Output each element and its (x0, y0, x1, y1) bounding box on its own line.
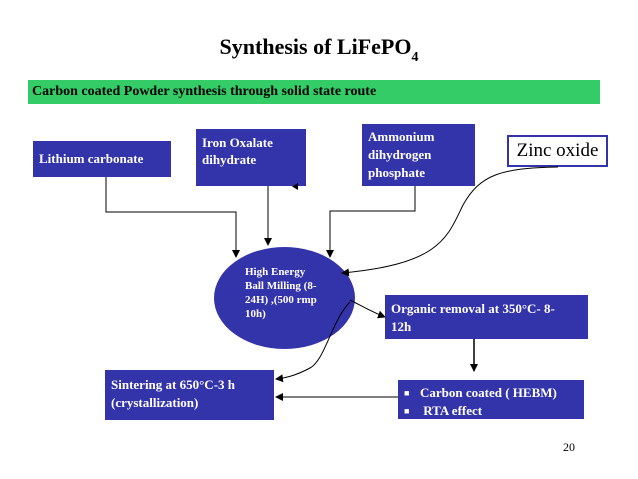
node-ammonium-line-1: Ammonium (368, 129, 435, 144)
node-iron-line-1: Iron Oxalate (202, 135, 273, 150)
node-sintering: Sintering at 650°C-3 h (crystallization) (105, 370, 274, 420)
node-zinc-oxide: Zinc oxide (507, 135, 608, 167)
node-milling-line-2: Ball Milling (8- (245, 280, 317, 292)
page-number: 20 (563, 440, 575, 454)
node-ammonium-phosphate: Ammonium dihydrogen phosphate (362, 124, 475, 186)
bullet-text-rta: RTA effect (420, 403, 483, 418)
node-organic-line-2: 12h (391, 319, 412, 334)
node-iron-oxalate: Iron Oxalate dihydrate (196, 129, 306, 186)
node-carbon-coated: ■ Carbon coated ( HEBM) ■ RTA effect (398, 380, 584, 419)
connector-milling-to-organic (349, 299, 386, 319)
banner: Carbon coated Powder synthesis through s… (28, 80, 600, 104)
title-text: Synthesis of LiFePO (219, 34, 412, 59)
node-ammonium-line-2: dihydrogen (368, 147, 432, 162)
bullet-text-carbon: Carbon coated ( HEBM) (420, 385, 557, 400)
bullet-icon: ■ (404, 406, 410, 416)
connector-lithium-to-milling (105, 177, 240, 258)
connector-zinc-to-milling (341, 166, 559, 277)
node-organic-line-1: Organic removal at 350°C- 8- (391, 301, 555, 316)
bullet-item-carbon: ■ Carbon coated ( HEBM) (404, 384, 578, 402)
node-milling-line-4: 10h) (245, 308, 266, 320)
node-lithium-carbonate: Lithium carbonate (33, 141, 171, 177)
node-sintering-line-1: Sintering at 650°C-3 h (111, 377, 236, 392)
bullet-icon: ■ (404, 388, 410, 398)
node-milling-line-1: High Energy (245, 266, 306, 278)
title-subscript: 4 (411, 50, 419, 65)
node-organic-removal: Organic removal at 350°C- 8- 12h (385, 295, 588, 339)
node-milling-line-3: 24H) ,(500 rmp (245, 294, 317, 306)
node-ammonium-line-3: phosphate (368, 165, 426, 180)
node-iron-line-2: dihydrate (202, 152, 257, 167)
connector-ammonium-to-milling (326, 186, 416, 258)
node-zinc-label: Zinc oxide (509, 137, 606, 165)
stray-arrowhead (292, 183, 298, 190)
connector-milling-to-sintering (275, 301, 351, 383)
node-sintering-line-2: (crystallization) (111, 395, 199, 410)
bullet-item-rta: ■ RTA effect (404, 402, 578, 420)
slide-title: Synthesis of LiFePO4 (0, 34, 638, 65)
